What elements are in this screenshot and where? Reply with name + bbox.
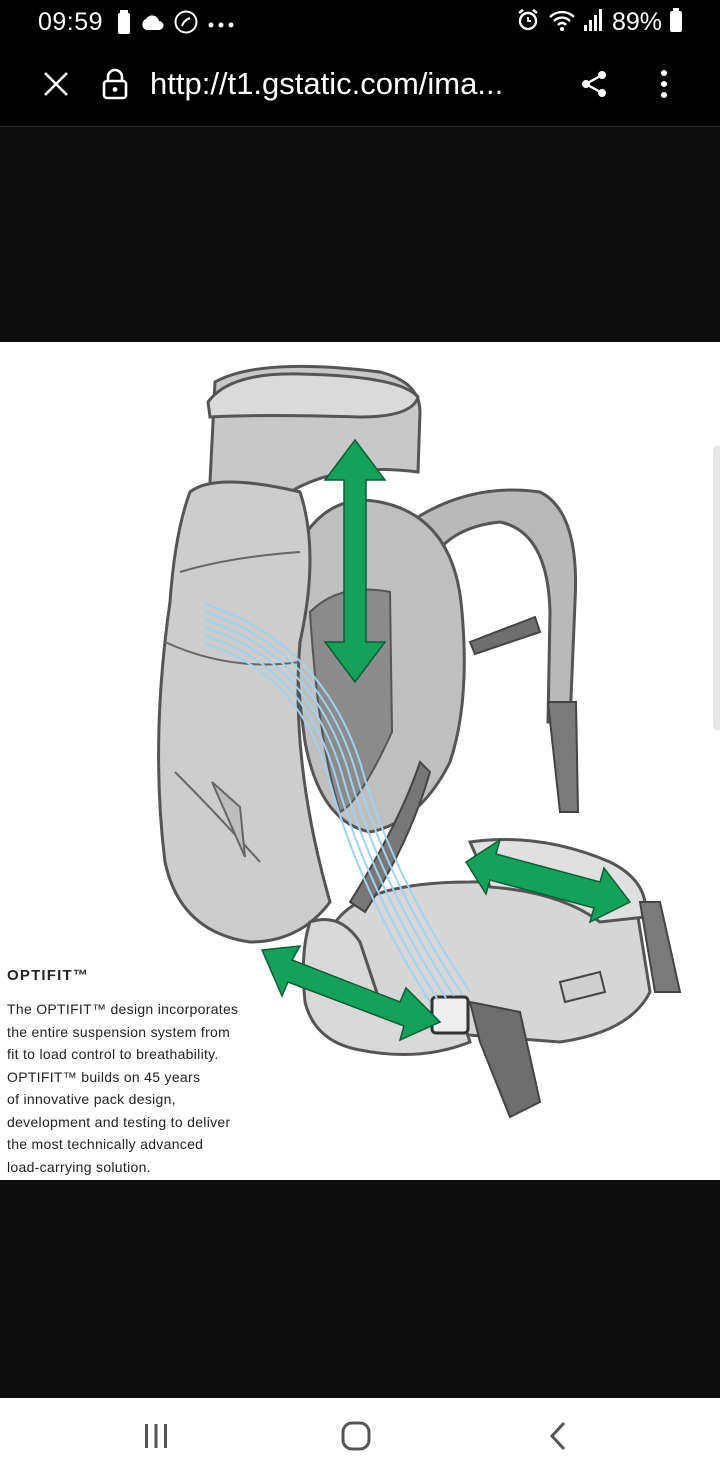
caption-line: the most technically advanced (7, 1136, 204, 1152)
close-button[interactable] (34, 64, 78, 108)
caption-body: The OPTIFIT™ design incorporates the ent… (7, 998, 277, 1178)
recent-apps-icon (143, 1423, 169, 1454)
backpack-illustration (157, 364, 682, 1119)
lock-icon (102, 68, 128, 105)
custom-tab-toolbar: http://t1.gstatic.com/ima... (0, 44, 720, 127)
wifi-icon (548, 9, 576, 36)
caption-line: the entire suspension system from (7, 1023, 231, 1040)
alarm-icon (516, 8, 540, 37)
overflow-menu-button[interactable] (646, 66, 682, 106)
caption-line: The OPTIFIT™ design incorporates (7, 1001, 239, 1017)
home-button[interactable] (326, 1414, 386, 1462)
url-text[interactable]: http://t1.gstatic.com/ima... (150, 66, 504, 101)
share-button[interactable] (574, 66, 614, 106)
caption-line: development and testing to deliver (7, 1113, 231, 1130)
battery-icon (118, 10, 130, 39)
caption-title: OPTIFIT™ (7, 967, 90, 984)
status-bar: 09:59 89% (0, 0, 720, 44)
recent-apps-button[interactable] (126, 1414, 186, 1462)
share-icon (579, 69, 609, 104)
more-dots-icon (208, 16, 234, 34)
caption-block: OPTIFIT™ The OPTIFIT™ design incorporate… (7, 967, 277, 1178)
scroll-indicator[interactable] (713, 446, 720, 730)
navigation-bar (0, 1398, 720, 1480)
cloud-icon (140, 14, 164, 35)
status-time: 09:59 (38, 8, 104, 36)
home-icon (341, 1421, 371, 1456)
overflow-menu-icon (660, 69, 668, 104)
site-security-button[interactable] (100, 68, 130, 104)
caption-line: OPTIFIT™ builds on 45 years (7, 1068, 201, 1085)
backpack-image[interactable]: OPTIFIT™ The OPTIFIT™ design incorporate… (0, 342, 720, 1180)
caption-line: load-carrying solution. (7, 1158, 151, 1175)
back-button[interactable] (528, 1414, 588, 1462)
battery-icon (670, 8, 682, 37)
signal-icon (583, 9, 604, 36)
back-icon (549, 1421, 567, 1456)
battery-percentage: 89% (611, 8, 662, 36)
caption-line: fit to load control to breathability. (7, 1046, 219, 1062)
close-icon (43, 71, 69, 102)
call-icon (174, 10, 198, 39)
caption-line: of innovative pack design, (7, 1091, 176, 1107)
